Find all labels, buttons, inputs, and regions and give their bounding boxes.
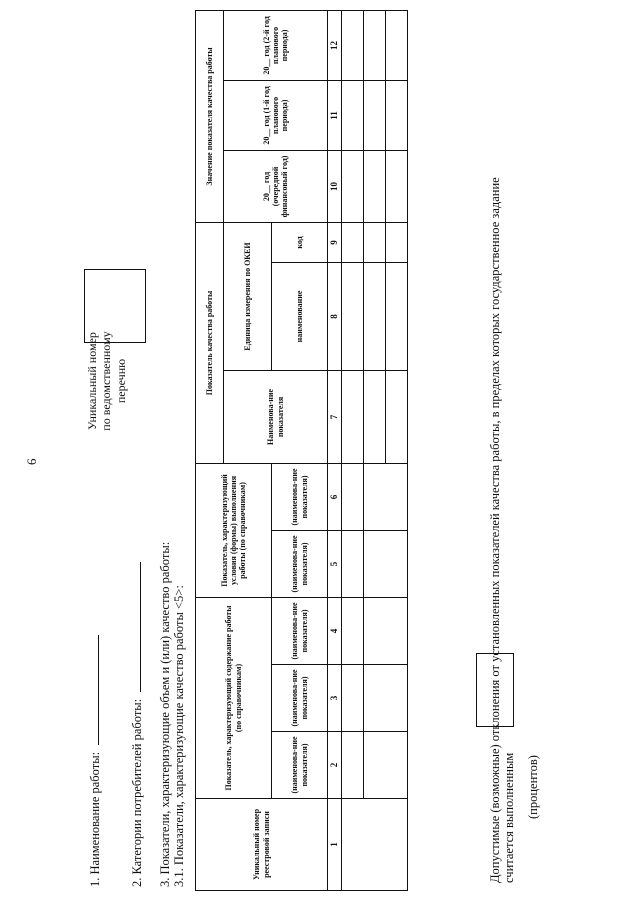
content-indicator-2: (наименова-ние показателя) (271, 664, 328, 732)
condition-indicator-2: (наименова-ние показателя) (271, 463, 328, 531)
empty-cell (341, 370, 364, 464)
col-unique-number-header: Уникальный номер реестровой записи (195, 798, 328, 891)
empty-cell (341, 530, 364, 598)
content-indicators-header: Показатель, характеризующий содержание р… (195, 597, 272, 799)
okei-code-header: код (271, 222, 328, 263)
empty-cell (341, 798, 408, 891)
col-num-11: 11 (327, 80, 342, 151)
registry-box-label: Уникальный номер по ведомственному переч… (85, 331, 128, 431)
empty-cell (341, 597, 364, 665)
consumers-label: 2. Категории потребителей работы: (130, 698, 144, 887)
percent-label: (процентов) (526, 755, 540, 819)
col-num-2: 2 (327, 731, 342, 799)
empty-cell (341, 463, 364, 531)
consumers-blank (128, 561, 141, 692)
section3-heading: 3. Показатели, характеризующие объем и (… (158, 541, 172, 887)
empty-cell (363, 222, 386, 263)
registry-number-box (84, 269, 146, 343)
empty-cell (385, 370, 408, 464)
empty-cell (363, 597, 408, 665)
okei-name-header: наименование (271, 262, 328, 371)
empty-cell (385, 10, 408, 81)
empty-cell (363, 530, 408, 598)
quality-indicators-table: Уникальный номер реестровой записи Показ… (195, 10, 408, 891)
empty-cell (363, 150, 386, 223)
empty-cell (385, 80, 408, 151)
work-name-label: 1. Наименование работы: (88, 751, 102, 887)
consumers-line: 2. Категории потребителей работы: (128, 561, 145, 887)
okei-header: Единица измерения по ОКЕИ (223, 222, 272, 371)
empty-cell (363, 664, 408, 732)
empty-cell (341, 664, 364, 732)
deviation-text-line1: Допустимые (возможные) отклонения от уст… (488, 177, 502, 883)
empty-cell (385, 222, 408, 263)
empty-cell (341, 150, 364, 223)
page-number: 6 (24, 458, 39, 466)
col-num-5: 5 (327, 530, 342, 598)
quality-indicator-header: Показатель качества работы (195, 222, 224, 464)
deviation-value-box (476, 653, 514, 727)
empty-cell (341, 80, 364, 151)
table-row (341, 10, 408, 891)
col-num-9: 9 (327, 222, 342, 263)
condition-indicator-1: (наименова-ние показателя) (271, 530, 328, 598)
empty-cell (341, 222, 364, 263)
col-num-1: 1 (327, 798, 342, 891)
deviation-text-line2: считается выполненным (502, 752, 516, 883)
col-num-8: 8 (327, 262, 342, 371)
empty-cell (363, 731, 408, 799)
col-num-10: 10 (327, 150, 342, 223)
column-numbers-row: 1 2 3 4 5 6 7 8 9 10 11 12 (327, 10, 342, 891)
quality-name-header: Наименова-ние показателя (223, 370, 328, 464)
empty-cell (363, 80, 386, 151)
empty-cell (363, 10, 386, 81)
empty-cell (341, 262, 364, 371)
content-indicator-3: (наименова-ние показателя) (271, 597, 328, 665)
work-name-blank (86, 634, 99, 745)
col-num-7: 7 (327, 370, 342, 464)
empty-cell (363, 370, 386, 464)
work-name-line: 1. Наименование работы: (86, 634, 103, 887)
empty-cell (385, 150, 408, 223)
col-num-12: 12 (327, 10, 342, 81)
table-row (363, 10, 408, 890)
year-current-header: 20__ год (очередной финансовый год) (223, 150, 328, 223)
section31-heading: 3.1. Показатели, характеризующие качеств… (172, 585, 186, 887)
empty-cell (341, 731, 364, 799)
empty-cell (363, 262, 386, 371)
empty-cell (385, 262, 408, 371)
col-num-6: 6 (327, 463, 342, 531)
col-num-4: 4 (327, 597, 342, 665)
quality-values-header: Значение показателя качества работы (195, 10, 224, 223)
col-num-3: 3 (327, 664, 342, 732)
content-indicator-1: (наименова-ние показателя) (271, 731, 328, 799)
empty-cell (341, 10, 364, 81)
empty-cell (363, 463, 408, 531)
conditions-indicators-header: Показатель, характеризующий условия (фор… (195, 463, 272, 598)
year-plan1-header: 20__ год (1-й год планового периода) (223, 80, 328, 151)
year-plan2-header: 20__ год (2-й год планового периода) (223, 10, 328, 81)
